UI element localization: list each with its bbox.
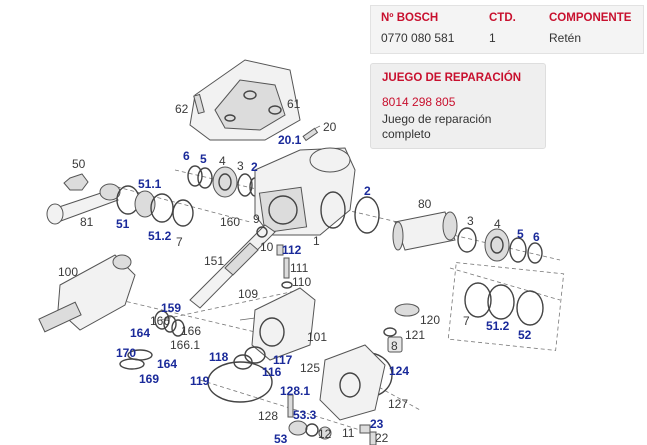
callout-50: 50 bbox=[72, 157, 86, 171]
valve-seal-set bbox=[119, 310, 185, 370]
pitman-arm bbox=[46, 173, 121, 225]
header-component: COMPONENTE bbox=[549, 12, 632, 24]
right-seal-stack bbox=[457, 227, 543, 264]
callout-121: 121 bbox=[405, 328, 425, 342]
callout-119: 119 bbox=[190, 374, 210, 388]
end-cover bbox=[319, 344, 393, 421]
callout-52: 52 bbox=[518, 328, 532, 342]
callout-166-1: 166.1 bbox=[170, 338, 200, 352]
repair-kit-description: Juego de reparación completo bbox=[382, 112, 492, 141]
callout-6a: 6 bbox=[183, 149, 190, 163]
repair-kit-title: JUEGO DE REPARACIÓN bbox=[382, 72, 522, 84]
callout-80: 80 bbox=[418, 197, 432, 211]
callout-23: 23 bbox=[370, 417, 384, 431]
callout-118: 118 bbox=[209, 350, 229, 364]
callout-112: 112 bbox=[282, 243, 302, 257]
callout-51-1: 51.1 bbox=[138, 177, 162, 191]
callout-61: 61 bbox=[287, 97, 301, 111]
repair-kit-panel: JUEGO DE REPARACIÓN 8014 298 805 Juego d… bbox=[370, 63, 546, 149]
cap-and-plug bbox=[383, 303, 420, 353]
bottom-hardware bbox=[287, 394, 377, 445]
callout-170: 170 bbox=[116, 346, 136, 360]
callout-128: 128 bbox=[258, 409, 278, 423]
callout-151: 151 bbox=[204, 254, 224, 268]
cell-bosch-number: 0770 080 581 bbox=[381, 31, 455, 45]
callout-8: 8 bbox=[391, 339, 398, 353]
callout-51-2b: 51.2 bbox=[486, 319, 510, 333]
piston-rod bbox=[189, 224, 276, 309]
callout-4a: 4 bbox=[219, 154, 226, 168]
callout-111: 111 bbox=[290, 261, 309, 275]
callout-116: 116 bbox=[262, 365, 282, 379]
callout-166b: 166 bbox=[181, 324, 201, 338]
callout-53-3: 53.3 bbox=[293, 408, 317, 422]
cell-quantity: 1 bbox=[489, 31, 496, 45]
repair-kit-code-link[interactable]: 8014 298 805 bbox=[382, 95, 456, 109]
callout-159: 159 bbox=[161, 301, 181, 315]
callout-5a: 5 bbox=[200, 152, 207, 166]
parts-info-table: Nº BOSCH CTD. COMPONENTE 0770 080 581 1 … bbox=[370, 5, 644, 54]
screw-20 bbox=[302, 125, 321, 142]
callout-160: 160 bbox=[220, 215, 240, 229]
callout-10: 10 bbox=[260, 240, 274, 254]
callout-81: 81 bbox=[80, 215, 94, 229]
callout-164b: 164 bbox=[157, 357, 177, 371]
callout-117: 117 bbox=[273, 353, 293, 367]
callout-4b: 4 bbox=[494, 217, 501, 231]
cover-seal-set bbox=[207, 346, 273, 403]
cell-component: Retén bbox=[549, 31, 582, 45]
callout-2b: 2 bbox=[364, 184, 371, 198]
callout-100: 100 bbox=[58, 265, 78, 279]
mounting-bracket bbox=[189, 59, 301, 141]
callout-110: 110 bbox=[292, 275, 311, 289]
callout-labels: 62 61 20 20.1 50 81 6 5 4 3 2 51.1 51 51… bbox=[58, 97, 540, 445]
callout-3a: 3 bbox=[237, 159, 244, 173]
callout-101: 101 bbox=[307, 330, 327, 344]
callout-9: 9 bbox=[253, 212, 260, 226]
callout-169: 169 bbox=[139, 372, 159, 386]
worm-shaft-assembly bbox=[38, 254, 136, 333]
callout-51: 51 bbox=[116, 217, 130, 231]
callout-125: 125 bbox=[300, 361, 320, 375]
callout-3b: 3 bbox=[467, 214, 474, 228]
header-quantity: CTD. bbox=[489, 12, 516, 24]
callout-7a: 7 bbox=[176, 235, 183, 249]
callout-62: 62 bbox=[175, 102, 189, 116]
upper-seal-stack bbox=[187, 165, 261, 198]
callout-124: 124 bbox=[389, 364, 409, 378]
callout-1: 1 bbox=[313, 234, 320, 248]
callout-20-1: 20.1 bbox=[278, 133, 302, 147]
callout-120: 120 bbox=[420, 313, 440, 327]
callout-166a: 166 bbox=[150, 314, 170, 328]
callout-127: 127 bbox=[388, 397, 408, 411]
callout-109: 109 bbox=[238, 287, 258, 301]
lower-seal-stack bbox=[116, 185, 194, 227]
callout-12: 12 bbox=[318, 427, 332, 441]
sector-shaft bbox=[392, 211, 458, 251]
header-bosch-number: Nº BOSCH bbox=[381, 12, 439, 24]
callout-20: 20 bbox=[323, 120, 337, 134]
callout-128-1: 128.1 bbox=[280, 384, 310, 398]
steering-housing bbox=[254, 147, 356, 236]
retainer-group bbox=[447, 262, 565, 351]
callout-51-2a: 51.2 bbox=[148, 229, 172, 243]
callout-2a: 2 bbox=[251, 160, 258, 174]
callout-7b: 7 bbox=[463, 314, 470, 328]
callout-11: 11 bbox=[342, 426, 355, 440]
callout-6b: 6 bbox=[533, 230, 540, 244]
callout-53: 53 bbox=[274, 432, 288, 445]
callout-164a: 164 bbox=[130, 326, 150, 340]
seal-ring-2 bbox=[354, 196, 380, 234]
callout-5b: 5 bbox=[517, 227, 524, 241]
valve-housing bbox=[239, 287, 316, 361]
valve-small-parts bbox=[256, 226, 293, 289]
callout-22: 22 bbox=[375, 431, 389, 445]
